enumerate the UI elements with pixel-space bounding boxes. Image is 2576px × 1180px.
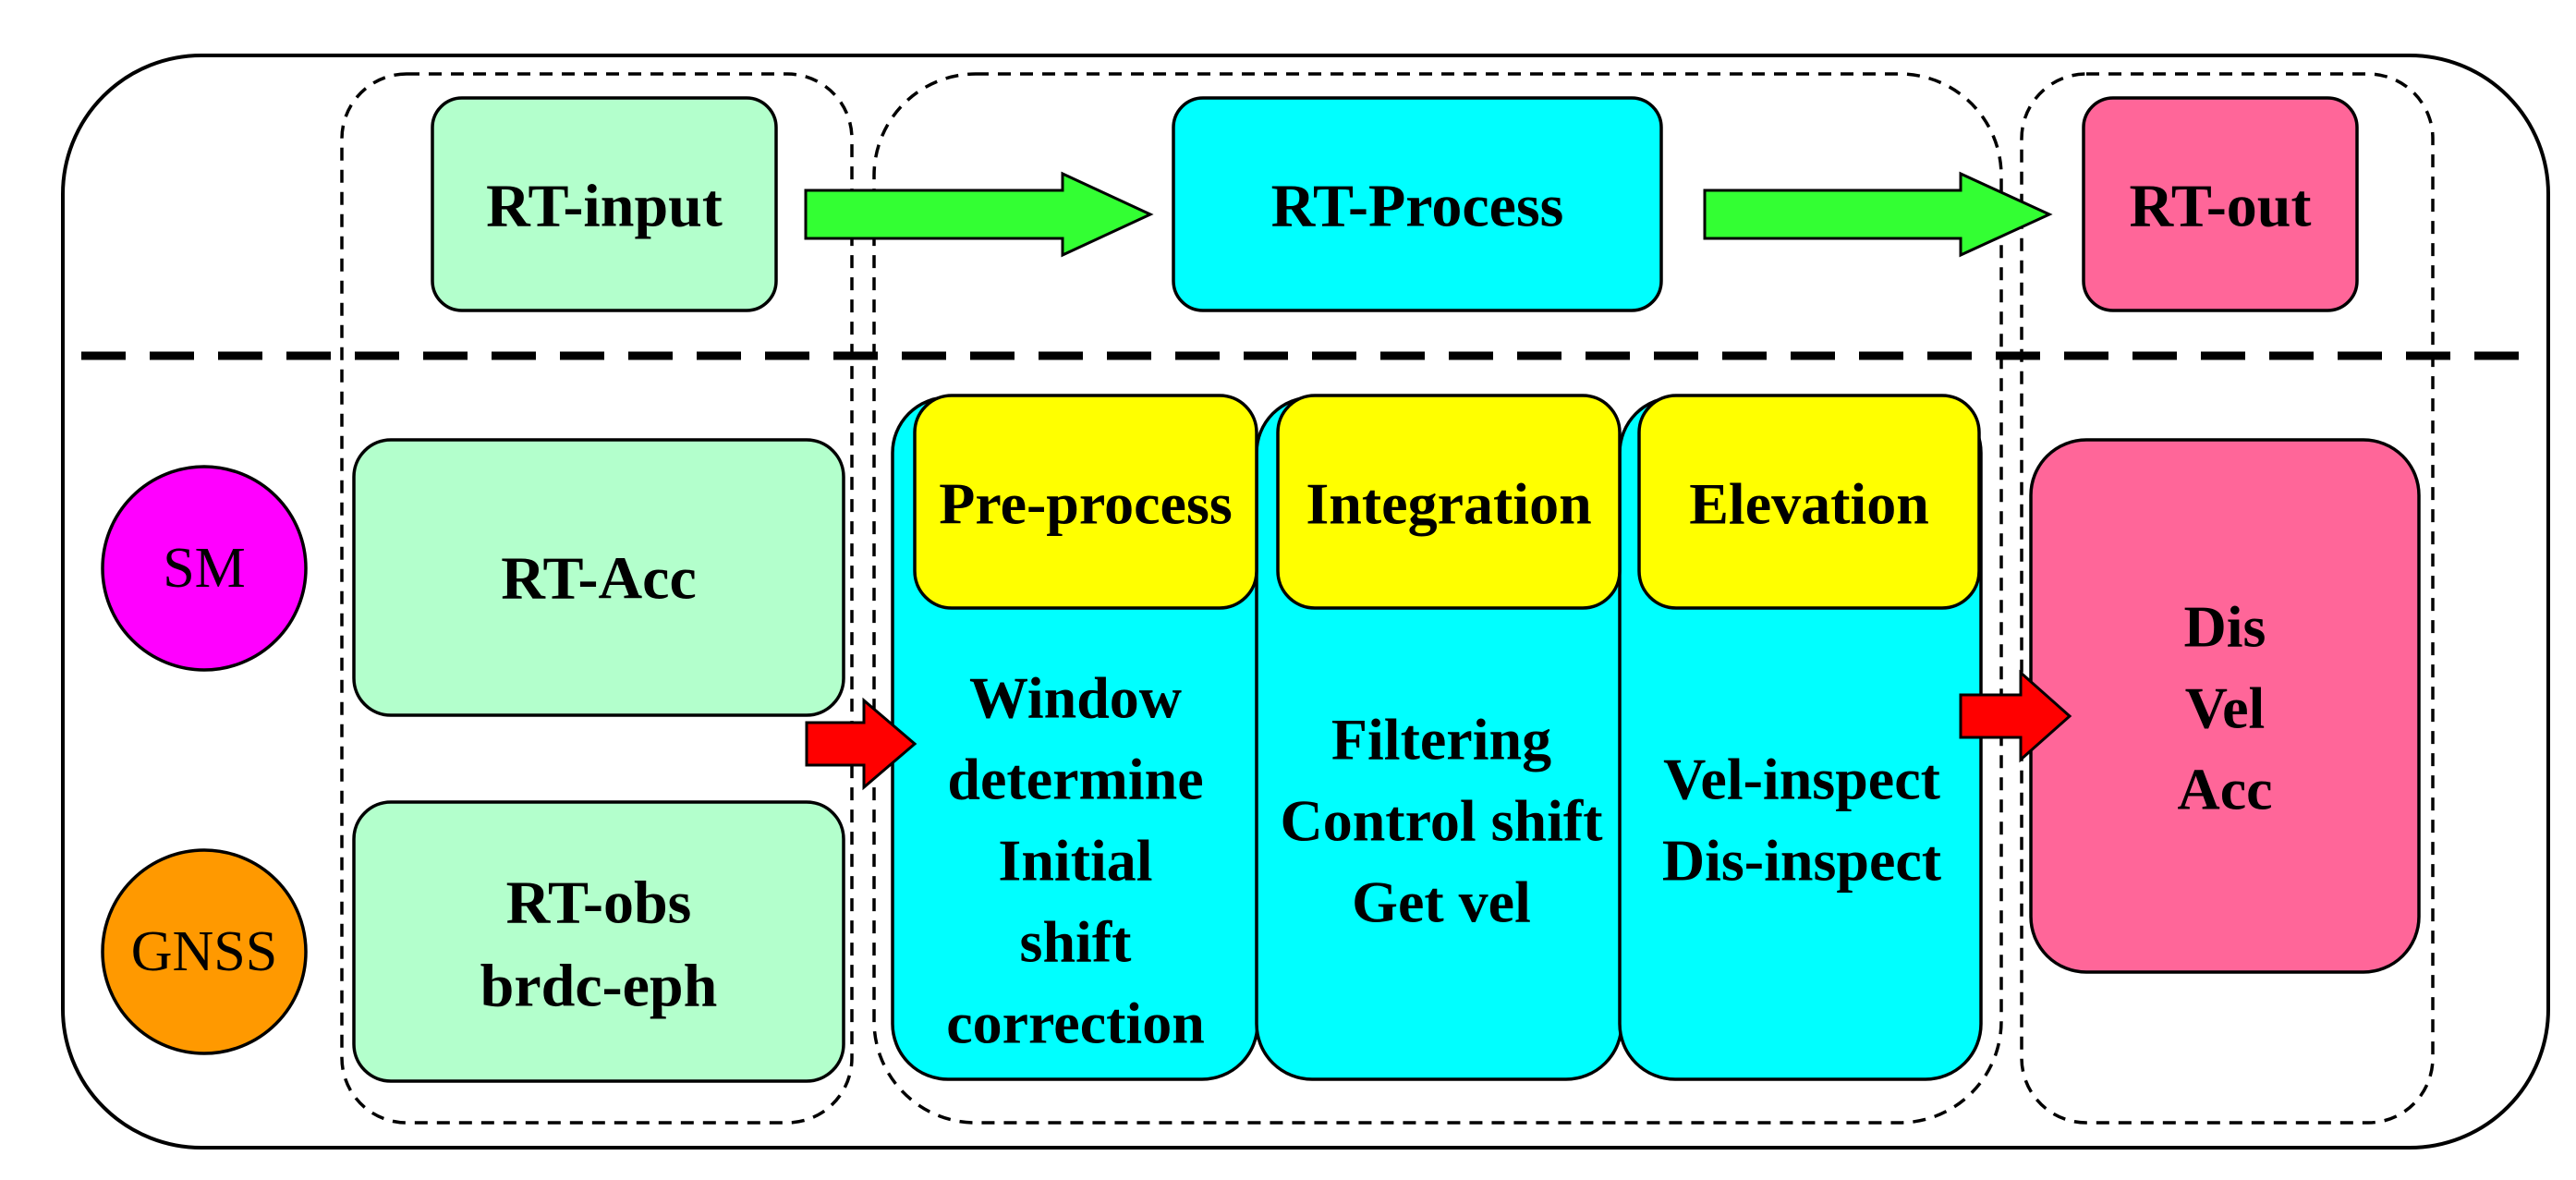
rt-input-label: RT-input xyxy=(486,173,723,240)
result-line-acc: Acc xyxy=(2177,757,2272,822)
output-group-boundary xyxy=(2020,72,2435,1125)
preprocess-line-determine: determine xyxy=(947,747,1203,812)
result-line-vel: Vel xyxy=(2185,675,2266,741)
rt-process-label: RT-Process xyxy=(1271,173,1564,240)
integration-line-filtering: Filtering xyxy=(1331,707,1551,772)
sm-source-circle xyxy=(101,465,308,672)
rt-acc-label: RT-Acc xyxy=(501,545,697,613)
elevation-title: Elevation xyxy=(1689,471,1929,537)
gnss-source-circle xyxy=(101,848,308,1055)
elevation-line-vel-inspect: Vel-inspect xyxy=(1663,747,1941,812)
preprocess-line-correction: correction xyxy=(946,991,1205,1056)
preprocess-line-window: Window xyxy=(969,665,1182,731)
preprocess-header xyxy=(913,394,1258,610)
rt-out-label: RT-out xyxy=(2130,173,2312,240)
integration-line-control-shift: Control shift xyxy=(1280,788,1603,854)
preprocess-title: Pre-process xyxy=(939,471,1233,537)
arrow-input-to-process xyxy=(804,171,1154,258)
rt-acc-box xyxy=(352,438,845,717)
rt-input-box xyxy=(431,96,778,312)
brdc-eph-line: brdc-eph xyxy=(480,953,718,1020)
gnss-source-label: GNSS xyxy=(131,920,278,983)
preprocess-line-initial: Initial xyxy=(998,828,1152,894)
rt-obs-line: RT-obs xyxy=(506,870,692,937)
rt-process-box xyxy=(1172,96,1663,312)
process-group-boundary xyxy=(872,72,2003,1125)
input-group-boundary xyxy=(340,72,854,1125)
elevation-header xyxy=(1637,394,1981,610)
integration-line-get-vel: Get vel xyxy=(1352,870,1531,935)
elevation-line-dis-inspect: Dis-inspect xyxy=(1662,828,1942,894)
sm-source-label: SM xyxy=(163,537,246,600)
rt-obs-box xyxy=(352,800,845,1083)
arrow-process-to-out xyxy=(1703,171,2053,258)
rt-out-box xyxy=(2082,96,2359,312)
preprocess-line-shift: shift xyxy=(1020,909,1133,975)
integration-title: Integration xyxy=(1306,471,1591,537)
arrow-process-to-result xyxy=(1959,669,2072,763)
integration-header xyxy=(1276,394,1622,610)
arrow-inputs-to-process xyxy=(805,697,917,791)
outer-frame xyxy=(61,54,2550,1150)
result-line-dis: Dis xyxy=(2184,594,2266,660)
